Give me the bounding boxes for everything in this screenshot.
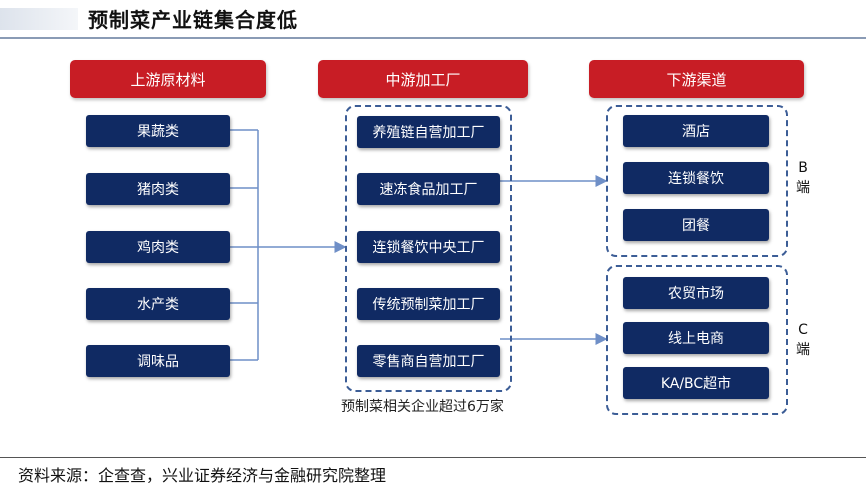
figure-tag bbox=[0, 8, 78, 30]
upstream-node-seafood: 水产类 bbox=[86, 288, 230, 320]
downstream-b-group bbox=[606, 105, 788, 257]
downstream-node-chain-restaurant: 连锁餐饮 bbox=[623, 162, 769, 194]
midstream-node-frozen: 速冻食品加工厂 bbox=[357, 173, 500, 205]
midstream-node-chain-kitchen: 连锁餐饮中央工厂 bbox=[357, 231, 500, 263]
upstream-node-fruit-veg: 果蔬类 bbox=[86, 115, 230, 147]
header-upstream: 上游原材料 bbox=[70, 60, 266, 98]
upstream-node-seasoning: 调味品 bbox=[86, 345, 230, 377]
title-bar: 预制菜产业链集合度低 bbox=[0, 0, 866, 39]
b-end-label: B 端 bbox=[793, 158, 813, 198]
page-title: 预制菜产业链集合度低 bbox=[88, 8, 298, 32]
downstream-node-group-meal: 团餐 bbox=[623, 209, 769, 241]
b-end-label-char: 端 bbox=[796, 180, 810, 196]
c-end-label-letter: C bbox=[798, 322, 808, 338]
downstream-node-supermarket: KA/BC超市 bbox=[623, 367, 769, 399]
downstream-node-hotel: 酒店 bbox=[623, 115, 769, 147]
c-end-label-char: 端 bbox=[796, 342, 810, 358]
downstream-node-farmers-market: 农贸市场 bbox=[623, 277, 769, 309]
midstream-caption: 预制菜相关企业超过6万家 bbox=[341, 399, 504, 415]
midstream-node-traditional: 传统预制菜加工厂 bbox=[357, 288, 500, 320]
title-divider bbox=[0, 37, 866, 39]
midstream-node-retailer: 零售商自营加工厂 bbox=[357, 345, 500, 377]
c-end-label: C 端 bbox=[793, 320, 813, 360]
midstream-group bbox=[345, 105, 512, 392]
upstream-node-chicken: 鸡肉类 bbox=[86, 231, 230, 263]
b-end-label-letter: B bbox=[798, 160, 808, 176]
header-midstream: 中游加工厂 bbox=[318, 60, 528, 98]
midstream-node-breeding: 养殖链自营加工厂 bbox=[357, 116, 500, 148]
source-note: 资料来源：企查查，兴业证券经济与金融研究院整理 bbox=[18, 466, 387, 485]
source-divider bbox=[0, 457, 866, 458]
upstream-node-pork: 猪肉类 bbox=[86, 173, 230, 205]
downstream-node-ecommerce: 线上电商 bbox=[623, 322, 769, 354]
header-downstream: 下游渠道 bbox=[589, 60, 804, 98]
downstream-c-group bbox=[606, 265, 788, 415]
